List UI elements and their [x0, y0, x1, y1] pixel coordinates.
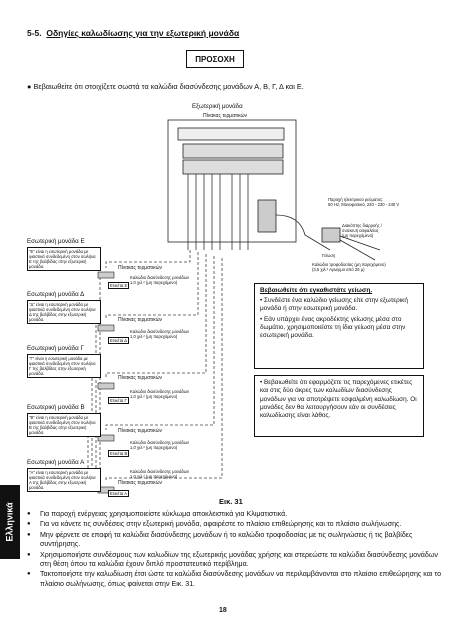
indoor-unit-c-tag: Ετικέτα Γ: [108, 397, 129, 404]
indoor-unit-c-cable: Καλώδιο διασύνδεσης μονάδων 1,0 χιλ.² (μ…: [130, 389, 190, 399]
indoor-unit-b-terminal: Πίνακας τερματικών: [118, 428, 162, 434]
indoor-unit-d-tag: Ετικέτα Δ: [108, 337, 130, 344]
label-note-text: Βεβαιωθείτε ότι εφαρμόζετε τις παρεχόμεν…: [260, 379, 417, 420]
instruction-item: Τακτοποιήστε την καλωδίωση έτσι ώστε τα …: [27, 570, 442, 589]
indoor-unit-e-cable: Καλώδιο διασύνδεσης μονάδων 1,0 χιλ.² (μ…: [130, 275, 190, 285]
section-title: 5-5. Οδηγίες καλωδίωσης για την εξωτερικ…: [27, 28, 240, 38]
indoor-unit-d-terminal: Πίνακας τερματικών: [118, 317, 162, 323]
earth-note-title: Βεβαιωθείτε ότι εγκαθιστάτε γείωση.: [260, 287, 373, 294]
page-number: 18: [219, 607, 227, 614]
earth-note-item: • Συνδέστε ένα καλώδιο γείωσης είτε στην…: [260, 297, 408, 313]
power-cable-label: Καλώδιο τροφοδοσίας (μη παρεχόμενο) (3,5…: [312, 262, 386, 272]
indoor-unit-e-terminal: Πίνακας τερματικών: [118, 265, 162, 271]
earth-note-item: • Εάν υπάρχει ένας ακροδέκτης γείωσης μέ…: [260, 315, 406, 340]
indoor-unit-a-cable: Καλώδιο διασύνδεσης μονάδων 1,0 χιλ.² (μ…: [130, 469, 190, 479]
indoor-unit-b-cable: Καλώδιο διασύνδεσης μονάδων 1,0 χιλ.² (μ…: [130, 440, 190, 450]
indoor-unit-c-terminal: Πίνακας τερματικών: [118, 375, 162, 381]
indoor-unit-c-title: Εσωτερική μονάδα Γ: [27, 345, 84, 352]
earth-note-box: Βεβαιωθείτε ότι εγκαθιστάτε γείωση. • Συ…: [254, 283, 424, 369]
breaker-label: Διακόπτης διαρροής / συσκευή ασφαλείας (…: [342, 223, 382, 238]
terminal-block: [182, 143, 284, 175]
indoor-unit-a-note: "Α" είναι η εσωτερική μονάδα με φιαστικά…: [27, 468, 101, 492]
bottom-instructions: Για παροχή ενέργειας χρησιμοποιείστε κύκ…: [27, 510, 442, 590]
caution-label: ΠΡΟΣΟΧΗ: [186, 50, 244, 68]
indoor-unit-a-title: Εσωτερική μονάδα Α: [27, 459, 85, 466]
instruction-item: Για να κάνετε τις συνδέσεις στην εξωτερι…: [27, 520, 442, 530]
indoor-unit-d-cable: Καλώδιο διασύνδεσης μονάδων 1,0 χιλ.² (μ…: [130, 329, 190, 339]
outdoor-terminal-label: Πίνακας τερματικών: [203, 113, 247, 119]
indoor-unit-a-tag: Ετικέτα Α: [108, 490, 130, 497]
bullet-icon: ●: [27, 82, 32, 91]
indoor-unit-d-note: "Δ" είναι η εσωτερική μονάδα με φιαστικά…: [27, 300, 101, 324]
indoor-unit-b-note: "Β" είναι η εσωτερική μονάδα με φιαστικά…: [27, 413, 101, 437]
power-supply-label: Παροχή ηλεκτρικού ρεύματος: 50 Hz, Μονοφ…: [328, 197, 400, 207]
indoor-unit-e-title: Εσωτερική μονάδα Ε: [27, 238, 85, 245]
indoor-unit-e-note: "Ε" είναι η εσωτερική μονάδα με φιαστικά…: [27, 247, 101, 271]
indoor-unit-b-tag: Ετικέτα Β: [108, 450, 130, 457]
language-tab: Ελληνικά: [0, 485, 20, 559]
indoor-unit-c-note: "Γ" είναι η εσωτερική μονάδα με φιαστικά…: [27, 354, 101, 378]
earth-label: Γείωση: [322, 253, 336, 258]
indoor-unit-a-terminal: Πίνακας τερματικών: [118, 480, 162, 486]
outdoor-unit-title: Εξωτερική μονάδα: [192, 103, 243, 110]
indoor-unit-e-tag: Ετικέτα Ε: [108, 282, 130, 289]
figure-caption: Εικ. 31: [219, 497, 243, 506]
instruction-item: Μην φέρνετε σε επαφή τα καλώδια διασύνδε…: [27, 531, 442, 550]
indoor-unit-d-title: Εσωτερική μονάδα Δ: [27, 291, 85, 298]
label-note-box: • Βεβαιωθείτε ότι εφαρμόζετε τις παρεχόμ…: [254, 375, 424, 437]
instruction-item: Για παροχή ενέργειας χρησιμοποιείστε κύκ…: [27, 510, 442, 520]
indoor-unit-b-title: Εσωτερική μονάδα Β: [27, 404, 85, 411]
intro-text: ● Βεβαιωθείτε ότι στοιχίζετε σωστά τα κα…: [27, 82, 304, 91]
instruction-item: Χρησιμοποιήστε συνδέσμους των καλωδίων τ…: [27, 551, 442, 570]
